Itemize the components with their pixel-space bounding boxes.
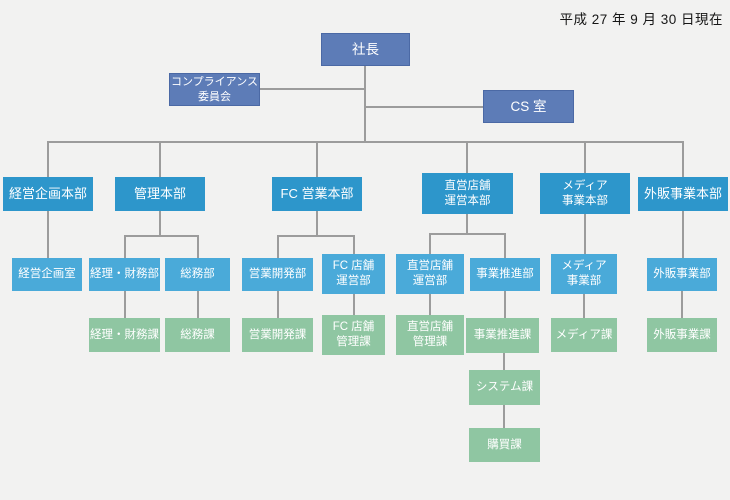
connector-cs-office	[364, 106, 483, 108]
connector-drop	[159, 211, 161, 235]
connector-drop	[47, 141, 49, 177]
node-div-fc-store-operations: FC 店舗 運営部	[322, 254, 385, 294]
node-sec-purchasing: 購買課	[469, 428, 540, 462]
node-div-general-affairs: 総務部	[165, 258, 230, 291]
node-dept-fc-sales: FC 営業本部	[272, 177, 362, 211]
date-note: 平成 27 年 9 月 30 日現在	[559, 12, 723, 27]
connector-branch-bar	[277, 235, 355, 237]
node-div-direct-store-operations: 直営店舗 運営部	[396, 254, 464, 294]
connector-drop	[353, 235, 355, 254]
connector-branch-bar	[124, 235, 199, 237]
connector-drop	[429, 294, 431, 315]
connector-drop	[197, 235, 199, 258]
node-dept-external-sales: 外販事業本部	[638, 177, 728, 211]
node-compliance-committee: コンプライアンス 委員会	[169, 73, 260, 106]
node-sec-direct-store-management: 直営店舗 管理課	[396, 315, 464, 355]
connector-drop	[277, 235, 279, 258]
connector-drop	[584, 214, 586, 254]
node-sec-accounting-finance: 経理・財務課	[89, 318, 160, 352]
connector-main-bar	[47, 141, 684, 143]
connector-drop	[504, 291, 506, 318]
connector-drop	[353, 294, 355, 315]
connector-drop	[503, 352, 505, 370]
connector-drop	[584, 141, 586, 173]
connector-drop	[124, 235, 126, 258]
node-sec-external-sales: 外販事業課	[647, 318, 717, 352]
node-dept-corporate-planning: 経営企画本部	[3, 177, 93, 211]
node-div-corporate-planning-office: 経営企画室	[12, 258, 82, 291]
connector-compliance	[260, 88, 366, 90]
connector-drop	[682, 141, 684, 177]
node-div-sales-development: 営業開発部	[242, 258, 313, 291]
connector-drop	[316, 141, 318, 177]
node-sec-business-promotion: 事業推進課	[466, 318, 539, 353]
connector-drop	[277, 291, 279, 318]
connector-drop	[504, 233, 506, 258]
connector-drop	[682, 211, 684, 258]
connector-drop	[316, 211, 318, 235]
node-dept-direct-store-operations: 直営店舗 運営本部	[422, 173, 513, 214]
connector-drop	[503, 405, 505, 428]
connector-branch-bar	[429, 233, 506, 235]
connector-drop	[583, 294, 585, 318]
connector-drop	[124, 291, 126, 318]
connector-drop	[47, 211, 49, 258]
node-div-media-business: メディア 事業部	[551, 254, 617, 294]
connector-drop	[197, 291, 199, 318]
node-cs-office: CS 室	[483, 90, 574, 123]
connector-president-trunk	[364, 66, 366, 143]
connector-drop	[466, 141, 468, 173]
connector-drop	[159, 141, 161, 177]
connector-drop	[681, 291, 683, 318]
node-sec-general-affairs: 総務課	[165, 318, 230, 352]
node-sec-sales-development: 営業開発課	[242, 318, 313, 352]
node-dept-administration: 管理本部	[115, 177, 205, 211]
node-div-accounting-finance: 経理・財務部	[89, 258, 160, 291]
node-sec-fc-store-management: FC 店舗 管理課	[322, 315, 385, 355]
connector-drop	[466, 214, 468, 233]
node-div-business-promotion: 事業推進部	[470, 258, 540, 291]
node-div-external-sales: 外販事業部	[647, 258, 717, 291]
node-dept-media-business: メディア 事業本部	[540, 173, 630, 214]
connector-drop	[429, 233, 431, 254]
node-sec-media: メディア課	[551, 318, 617, 352]
node-sec-system: システム課	[469, 370, 540, 405]
node-president: 社長	[321, 33, 410, 66]
